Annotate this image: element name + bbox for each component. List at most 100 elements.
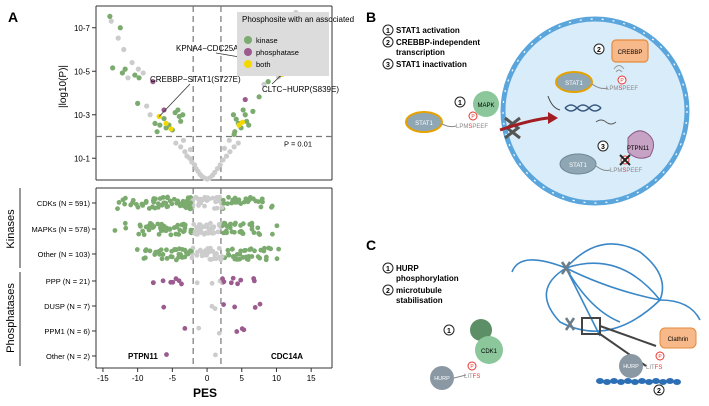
kinase-strip-point	[202, 230, 208, 236]
phosphatase-strip-point	[230, 275, 236, 281]
phosphatase-strip-point	[234, 329, 240, 334]
kinase-strip-point	[140, 202, 146, 208]
hurp-protein-1	[430, 366, 454, 390]
kinase-strip-point	[187, 204, 193, 210]
motif-2: LPMSPEEF	[606, 86, 638, 92]
kinase-strip-point	[263, 254, 269, 260]
kinase-strip-point	[269, 203, 275, 209]
kinase-strip-point	[204, 252, 210, 258]
kinase-strip-point	[257, 232, 263, 238]
volcano-points	[107, 9, 299, 182]
volcano-plot: 10-710-510-310-1 |log10(P)| P = 0.01 KPN…	[58, 5, 354, 182]
stat1-cytoplasm	[405, 111, 443, 133]
row-label: Other (N = 2)	[46, 352, 90, 361]
motif-3-suffix: PEEF	[626, 168, 642, 174]
kinase-strip-point	[252, 248, 257, 254]
volcano-legend: Phosphosite with an associated kinasepho…	[237, 12, 354, 76]
pes-strip-plot: CDKs (N = 591)MAPKs (N = 578)Other (N = …	[5, 187, 333, 400]
kinase-strip-point	[258, 204, 264, 210]
kinase-strip-point	[225, 201, 230, 207]
kinase-strip-point	[143, 248, 149, 253]
kinase-strip-point	[204, 198, 210, 203]
kinase-point	[256, 94, 262, 100]
spindle-fiber-1	[565, 262, 661, 301]
kinase-strip-point	[211, 230, 217, 236]
stat1-mapk-complex: STAT1 LPMSPEEF P MAPK 1	[405, 91, 499, 133]
kinase-strip-point	[274, 256, 280, 262]
legend-kinase-swatch	[244, 36, 252, 44]
kinase-point	[107, 13, 113, 19]
c-motif-2-site: FS	[655, 365, 663, 371]
panel-b-label: B	[366, 9, 376, 25]
strip-pes-thresholds	[192, 188, 222, 368]
kinase-strip-point	[241, 248, 247, 254]
phosphatase-strip-point	[168, 279, 174, 285]
kinase-point	[175, 107, 181, 113]
kinase-point	[178, 118, 184, 124]
kinase-strip-point	[257, 255, 263, 261]
kinase-strip-point	[250, 196, 256, 202]
kinase-strip-point	[198, 230, 204, 236]
tubulin-dimer	[638, 378, 646, 384]
kinase-point	[180, 112, 186, 118]
x-tick-label: 15	[307, 374, 316, 383]
annotation-leader	[158, 83, 191, 117]
step-3-marker-num: 3	[601, 144, 605, 151]
kinase-point	[154, 129, 160, 135]
kinase-strip-point	[169, 201, 175, 207]
kinase-strip-point	[202, 203, 207, 209]
kinase-strip-point	[143, 224, 149, 230]
kinase-strip-point	[146, 227, 152, 233]
phosphatase-strip-point	[179, 281, 184, 287]
nuclear-import	[499, 112, 558, 140]
kinase-strip-point	[201, 249, 206, 255]
hurp-tail-1	[453, 374, 467, 379]
kinase-strip-point	[214, 251, 219, 256]
phosphatase-strip-point	[150, 280, 156, 286]
c-step-1-badge	[382, 262, 394, 274]
phospho-1-icon	[468, 111, 478, 121]
kinase-strip-point	[208, 220, 213, 226]
kinase-point	[152, 120, 158, 127]
stat1-tail-3	[595, 165, 611, 171]
other-point	[221, 145, 228, 151]
kinase-strip-point	[142, 255, 148, 261]
c-phospho-2-mark: P	[658, 354, 662, 360]
phosphatase-strip-point	[257, 301, 263, 307]
kinase-strip-point	[232, 222, 238, 227]
kinase-strip-point	[179, 255, 185, 260]
panel-b-steps: 1 STAT1 activation 2 CREBBP-independent …	[382, 24, 480, 70]
other-point	[182, 149, 188, 155]
kinase-strip-point	[141, 232, 147, 238]
nucleus-pores	[502, 18, 688, 204]
kinase-strip-point	[218, 257, 224, 263]
phospho-2-icon	[617, 75, 627, 85]
kinase-strip-point	[211, 256, 217, 262]
row-label: DUSP (N = 7)	[44, 302, 90, 311]
c-step-2-text-cont: stabilisation	[396, 296, 443, 305]
kinase-strip-point	[237, 251, 243, 257]
other-point	[226, 137, 232, 143]
legend-title-text: Phosphosite with an associated	[242, 15, 354, 24]
tubulin-dimer	[666, 378, 674, 384]
dna-strand-b	[564, 104, 602, 112]
phosphatase-strip-point	[164, 352, 169, 357]
centrosome-1	[560, 261, 572, 275]
kinase-strip-point	[176, 246, 182, 252]
kinase-strip-point	[159, 256, 165, 262]
kinase-strip-point	[115, 206, 120, 212]
c-motif-1-site: FS	[473, 374, 481, 380]
hurp-clathrin-microtubule: HURP LITFS P Clathrin 2	[596, 327, 697, 396]
kinase-strip-point	[226, 251, 231, 257]
phosphatase-strip-point	[238, 277, 244, 283]
other-point	[231, 144, 237, 150]
kinase-strip-point	[207, 256, 213, 262]
kinase-strip-point	[168, 232, 174, 238]
kinase-strip-point	[188, 248, 194, 254]
strip-annotation: CDC14A	[271, 352, 303, 361]
step-2-text: CREBBP-independent	[396, 38, 480, 47]
kinase-strip-point	[204, 222, 210, 228]
p-threshold-label: P = 0.01	[284, 140, 312, 149]
phosphatase-strip-point	[209, 280, 215, 286]
